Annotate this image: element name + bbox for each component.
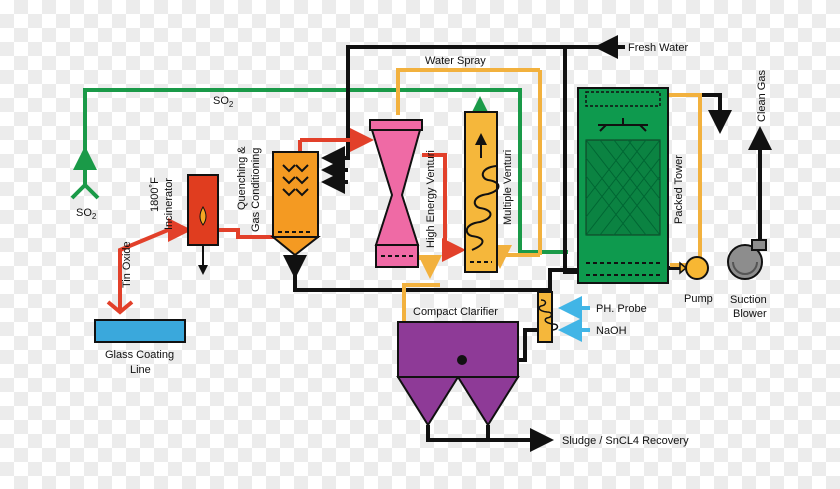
compact-clarifier xyxy=(396,321,520,427)
red-gas-line xyxy=(106,128,466,315)
label-incinerator-2: Incinerator xyxy=(163,178,175,230)
label-glass-coating-1: Glass Coating xyxy=(105,349,174,361)
label-high-energy-venturi: High Energy Venturi xyxy=(425,150,437,248)
label-so2-inlet: SO2 xyxy=(76,207,97,221)
label-pump: Pump xyxy=(684,293,713,305)
label-multiple-venturi: Multiple Venturi xyxy=(502,150,514,225)
quench-tower xyxy=(270,151,321,257)
packed-tower xyxy=(577,87,669,284)
label-ph-probe: PH. Probe xyxy=(596,303,647,315)
incinerator xyxy=(187,174,219,275)
label-incinerator-1: 1800˚F xyxy=(149,177,161,212)
label-compact-clarifier: Compact Clarifier xyxy=(413,306,498,318)
label-sludge: Sludge / SnCL4 Recovery xyxy=(562,435,689,447)
label-naoh: NaOH xyxy=(596,325,627,337)
multiple-venturi xyxy=(464,111,500,273)
suction-blower xyxy=(727,239,767,280)
label-quench-2: Gas Conditioning xyxy=(250,148,262,232)
label-so2-main: SO2 xyxy=(213,95,234,109)
label-fresh-water: Fresh Water xyxy=(628,42,688,54)
black-fresh-water-line xyxy=(283,35,772,452)
label-suction: Suction xyxy=(730,294,767,306)
blue-arrows xyxy=(558,296,590,342)
label-tin-oxide: Tin Oxide xyxy=(121,241,133,288)
orange-water-line xyxy=(396,68,702,322)
label-glass-coating-2: Line xyxy=(130,364,151,376)
label-packed-tower: Packed Tower xyxy=(673,155,685,224)
glass-coating-line xyxy=(94,319,186,343)
label-blower: Blower xyxy=(733,308,767,320)
label-water-spray: Water Spray xyxy=(425,55,486,67)
high-energy-venturi xyxy=(369,119,423,268)
label-quench-1: Quenching & xyxy=(236,146,248,210)
label-clean-gas: Clean Gas xyxy=(756,70,768,122)
ph-probe xyxy=(537,291,559,343)
pump xyxy=(679,256,709,280)
